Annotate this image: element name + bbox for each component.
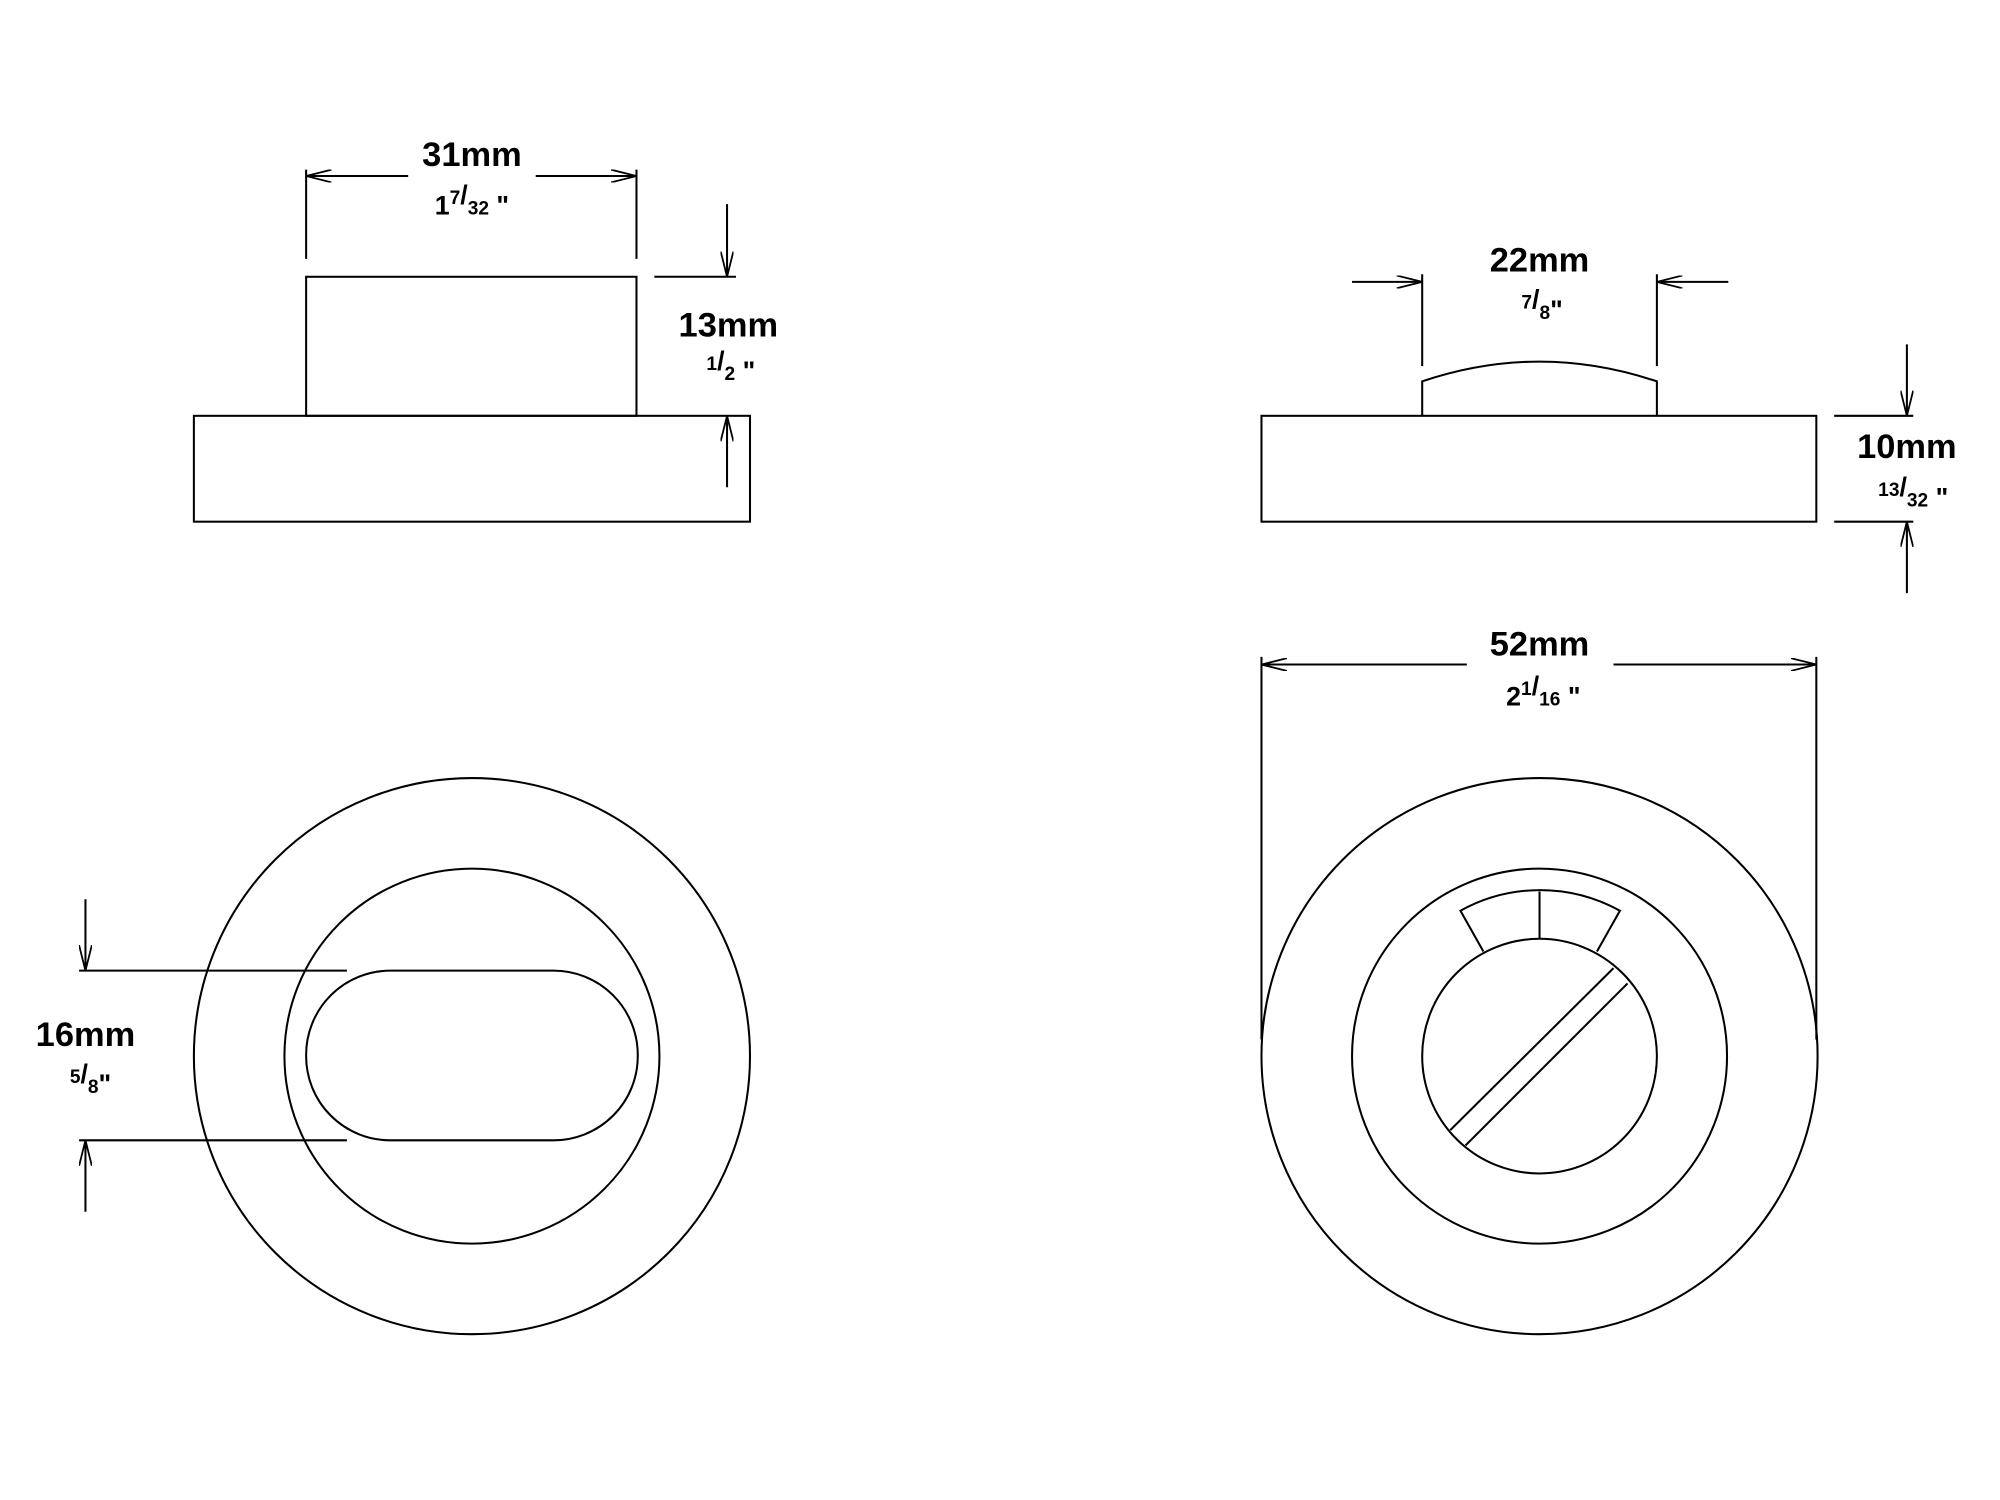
- dim-metric: 52mm: [1490, 626, 1590, 664]
- coin-slot-line: [1464, 982, 1629, 1147]
- coin-slot-line: [1449, 967, 1615, 1131]
- dim-metric: 22mm: [1490, 242, 1590, 280]
- inner-rose: [1351, 867, 1729, 1245]
- dim-inch: 21/16 ": [1506, 671, 1580, 711]
- turn-slot: [305, 969, 639, 1142]
- dim-metric: 10mm: [1857, 428, 1957, 466]
- release-knob: [1421, 937, 1658, 1175]
- outer-rose: [192, 777, 752, 1336]
- dim-inch: 5/8": [70, 1059, 111, 1099]
- dim-inch: 13/32 ": [1878, 472, 1948, 512]
- dim-inch: 17/32 ": [435, 180, 509, 220]
- outer-rose: [1260, 777, 1819, 1336]
- dim-metric: 16mm: [36, 1016, 136, 1054]
- base-plate: [192, 414, 752, 523]
- front-view-release: 52mm 21/16 ": [1260, 626, 1819, 1336]
- side-view-release: 22mm 7/8" 10mm 13/32 ": [1260, 242, 1957, 594]
- front-view-turn: 16mm 5/8": [36, 777, 752, 1336]
- base-plate: [1260, 414, 1818, 523]
- dim-metric: 13mm: [679, 307, 779, 345]
- dim-metric: 31mm: [422, 136, 522, 174]
- indicator-window: [1459, 889, 1622, 953]
- inner-rose: [283, 867, 661, 1245]
- turn-knob: [305, 275, 638, 417]
- side-view-turn: 31mm 17/32 " 13mm 1/2 ": [192, 136, 779, 523]
- dome-knob: [1421, 360, 1658, 416]
- dim-inch: 7/8": [1521, 285, 1562, 325]
- dim-inch: 1/2 ": [706, 346, 755, 386]
